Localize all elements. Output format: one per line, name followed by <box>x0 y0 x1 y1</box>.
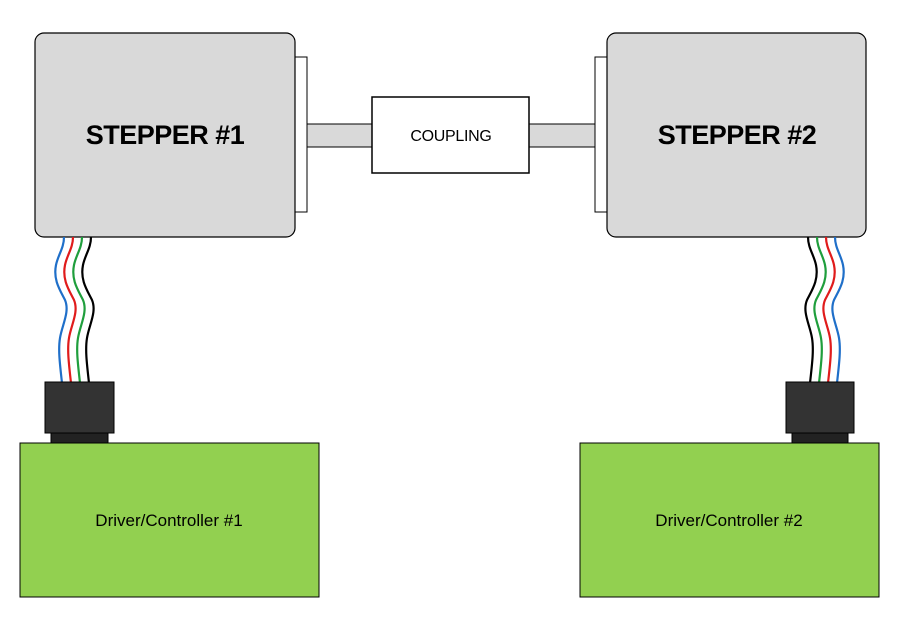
wire-2-green <box>813 236 827 384</box>
shaft-right <box>527 123 596 148</box>
stepper-1-label: STEPPER #1 <box>86 120 245 150</box>
wire-2-red <box>822 236 836 384</box>
connector-2-base <box>791 432 849 444</box>
wire-1-blue <box>54 236 68 384</box>
wire-2-blue <box>831 236 845 384</box>
driver-controller-2 <box>579 442 880 598</box>
stepper-2-label: STEPPER #2 <box>658 120 817 150</box>
wire-1-black <box>81 236 95 384</box>
stepper-motor-2 <box>606 32 867 238</box>
wire-1-green <box>72 236 86 384</box>
connector-2 <box>785 381 855 434</box>
wire-2-black <box>804 236 818 384</box>
wire-bundle-2 <box>804 236 845 384</box>
flange-left <box>294 56 308 213</box>
connector-1-base <box>50 432 109 444</box>
flange-right <box>594 56 608 213</box>
wire-1-red <box>63 236 77 384</box>
coupling-box <box>371 96 530 174</box>
shaft-left <box>306 123 374 148</box>
driver-controller-2-label: Driver/Controller #2 <box>655 511 802 530</box>
wire-bundle-1 <box>54 236 95 384</box>
coupling-label: COUPLING <box>410 128 491 145</box>
driver-controller-1 <box>19 442 320 598</box>
driver-controller-1-label: Driver/Controller #1 <box>95 511 242 530</box>
stepper-motor-1 <box>34 32 296 238</box>
connector-1 <box>44 381 115 434</box>
